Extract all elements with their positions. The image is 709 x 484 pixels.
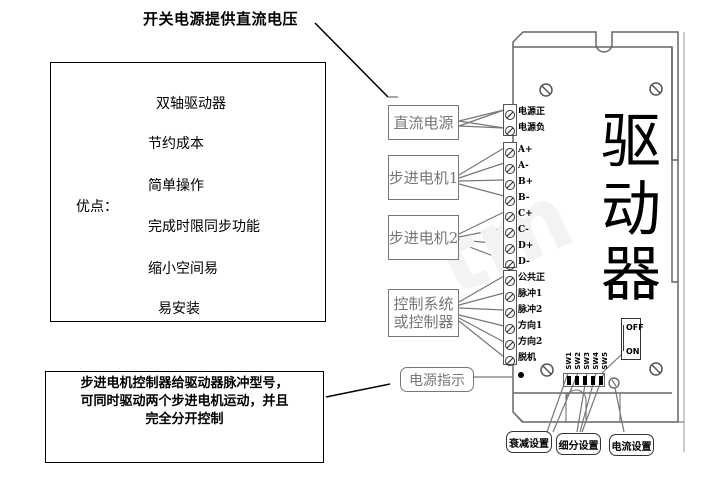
- stepper-motor-1-block: 步进电机1: [388, 155, 459, 200]
- description-line: 可同时驱动两个步进电机运动，并且: [80, 394, 289, 409]
- description-line: 完全分开控制: [145, 412, 224, 427]
- terminal-label: 电源负: [518, 123, 546, 133]
- terminal-label: B-: [518, 193, 530, 203]
- terminal-screw-icon: [504, 320, 516, 334]
- dc-power-block: 直流电源: [388, 105, 459, 140]
- terminal-label: 电源正: [518, 107, 546, 117]
- advantage-item: 缩小空间易: [148, 261, 218, 277]
- terminal-label: A-: [518, 161, 529, 171]
- controller-label-line2: 或控制器: [393, 313, 454, 331]
- terminal-screw-icon: [504, 144, 516, 158]
- terminal-screw-icon: [504, 208, 516, 222]
- terminal-screw-icon: [504, 304, 516, 318]
- terminal-label: D+: [518, 241, 534, 251]
- screw-icon-top-right: [649, 82, 663, 96]
- dip-switch-4[interactable]: [591, 376, 595, 385]
- current-potentiometer-icon: [608, 377, 620, 389]
- power-switch[interactable]: OFF ON: [621, 318, 644, 360]
- dip-label: SW5: [601, 352, 609, 370]
- advantages-box: 双轴驱动器 节约成本 简单操作 优点： 完成时限同步功能 缩小空间易 易安装: [50, 62, 326, 322]
- terminal-label: A+: [518, 145, 533, 155]
- advantage-item: 完成时限同步功能: [148, 219, 260, 235]
- terminal-label: B+: [518, 177, 534, 187]
- terminal-label: C-: [518, 225, 529, 235]
- arrow-down-icon: [623, 325, 624, 351]
- dip-switch-5[interactable]: [599, 376, 603, 385]
- dip-switch-block: SW1 SW2 SW3 SW4 SW5: [563, 352, 609, 374]
- terminal-label: 脉冲1: [518, 289, 543, 299]
- advantage-item: 简单操作: [148, 178, 204, 194]
- dip-label: SW1: [565, 352, 573, 370]
- terminal-screw-icon: [504, 272, 516, 286]
- terminal-label: C+: [518, 209, 533, 219]
- dip-switch-housing: [563, 373, 605, 387]
- terminal-screw-icon: [504, 106, 516, 120]
- driver-housing: [512, 31, 679, 161]
- decay-setting-label: 衰减设置: [506, 431, 552, 453]
- driver-title-char: 器: [601, 240, 661, 310]
- terminal-screw-icon: [504, 224, 516, 238]
- advantage-item: 双轴驱动器: [156, 96, 226, 112]
- terminal-screw-icon: [504, 352, 516, 366]
- screw-icon-top-left: [539, 83, 553, 97]
- advantages-label: 优点：: [76, 199, 118, 215]
- terminal-label: 方向1: [518, 321, 543, 331]
- controller-block: 控制系统 或控制器: [388, 289, 459, 337]
- terminal-screw-icon: [504, 288, 516, 302]
- screw-icon-bottom-right: [649, 362, 663, 376]
- terminal-screw-icon: [504, 240, 516, 254]
- description-line: 步进电机控制器给驱动器脉冲型号，: [80, 376, 289, 391]
- driver-title-char: 驱: [601, 107, 661, 177]
- terminal-screw-icon: [504, 336, 516, 350]
- dip-switch-3[interactable]: [583, 376, 587, 385]
- current-setting-label: 电流设置: [609, 434, 654, 456]
- terminal-label: 脉冲2: [518, 305, 543, 315]
- advantage-item: 易安装: [158, 301, 200, 317]
- switch-off-label: OFF: [626, 323, 644, 332]
- dip-label: SW4: [592, 352, 600, 370]
- terminal-label: D-: [518, 257, 530, 267]
- terminal-screw-icon: [504, 256, 516, 270]
- terminal-screw-icon: [504, 192, 516, 206]
- terminal-label: 方向2: [518, 337, 543, 347]
- advantage-item: 节约成本: [148, 136, 204, 152]
- terminal-screw-icon: [504, 160, 516, 174]
- controller-label-line1: 控制系统: [393, 295, 454, 313]
- dip-label: SW2: [574, 352, 582, 370]
- power-led-icon: [518, 372, 524, 378]
- dip-switch-1[interactable]: [567, 376, 571, 385]
- terminal-label: 脱机: [518, 353, 537, 363]
- description-box: 步进电机控制器给驱动器脉冲型号， 可同时驱动两个步进电机运动，并且 完全分开控制: [45, 371, 324, 463]
- dc-voltage-callout: 开关电源提供直流电压: [143, 10, 299, 28]
- terminal-screw-icon: [504, 176, 516, 190]
- switch-on-label: ON: [626, 347, 640, 356]
- dip-switch-2[interactable]: [575, 376, 579, 385]
- terminal-screw-icon: [504, 122, 516, 136]
- power-indicator-block: 电源指示: [400, 367, 474, 392]
- dip-label: SW3: [583, 352, 591, 370]
- microstep-setting-label: 细分设置: [556, 433, 601, 455]
- stepper-motor-2-block: 步进电机2: [388, 215, 459, 260]
- screw-icon-bottom-left: [540, 363, 554, 377]
- driver-title-char: 动: [601, 175, 661, 245]
- terminal-label: 公共正: [518, 273, 546, 283]
